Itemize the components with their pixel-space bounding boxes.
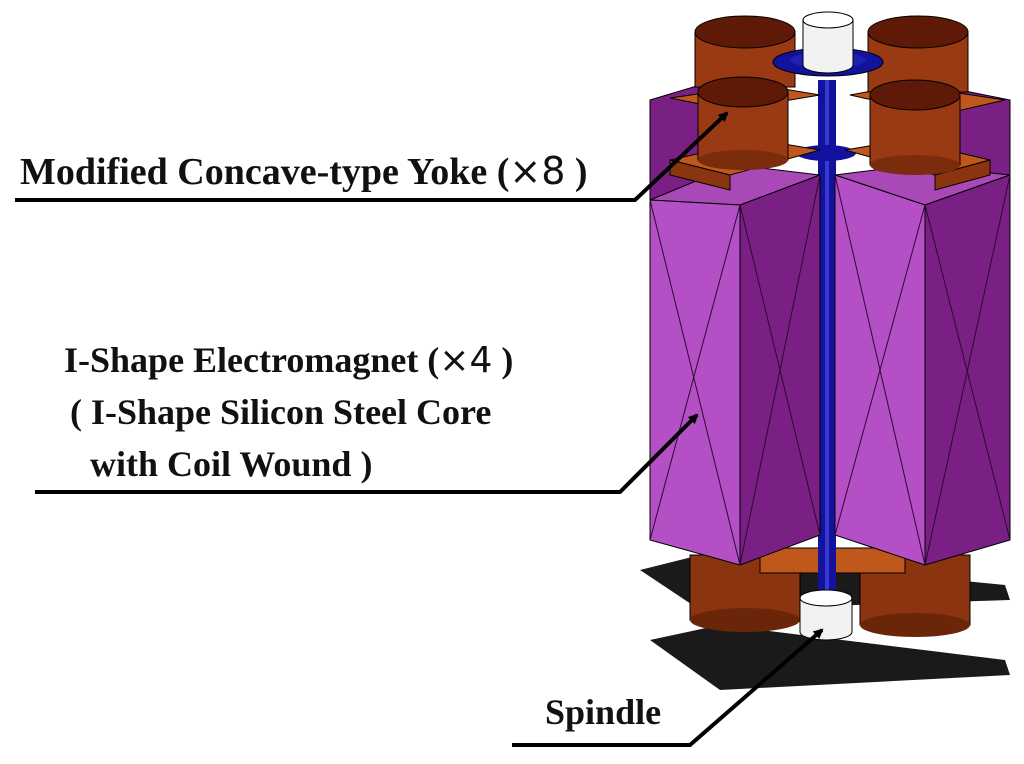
electromagnet-label-close: )	[492, 340, 514, 380]
yoke-label-close: )	[565, 151, 588, 193]
electromagnet-label: I-Shape Electromagnet (×4 )	[64, 342, 513, 379]
electromagnet-right	[834, 89, 1011, 566]
electromagnet-coil-label: with Coil Wound )	[90, 444, 373, 484]
yoke-leader-arrow	[15, 111, 729, 202]
electromagnet-label-text: I-Shape Electromagnet (	[64, 340, 440, 380]
spindle-leader-arrow	[512, 628, 824, 747]
yoke-count: ×8	[509, 149, 566, 193]
spindle-top	[802, 11, 854, 74]
electromagnet-count: ×4	[439, 340, 493, 381]
yokes-top-front	[697, 76, 961, 175]
yoke-label: Modified Concave-type Yoke (×8 )	[20, 152, 588, 191]
spindle-label: Spindle	[545, 692, 662, 732]
electromagnet-core-label: ( I-Shape Silicon Steel Core	[70, 392, 492, 432]
leader-lines	[15, 111, 824, 747]
electromagnet-leader-arrow	[35, 413, 699, 494]
yoke-label-text: Modified Concave-type Yoke (	[20, 151, 510, 193]
